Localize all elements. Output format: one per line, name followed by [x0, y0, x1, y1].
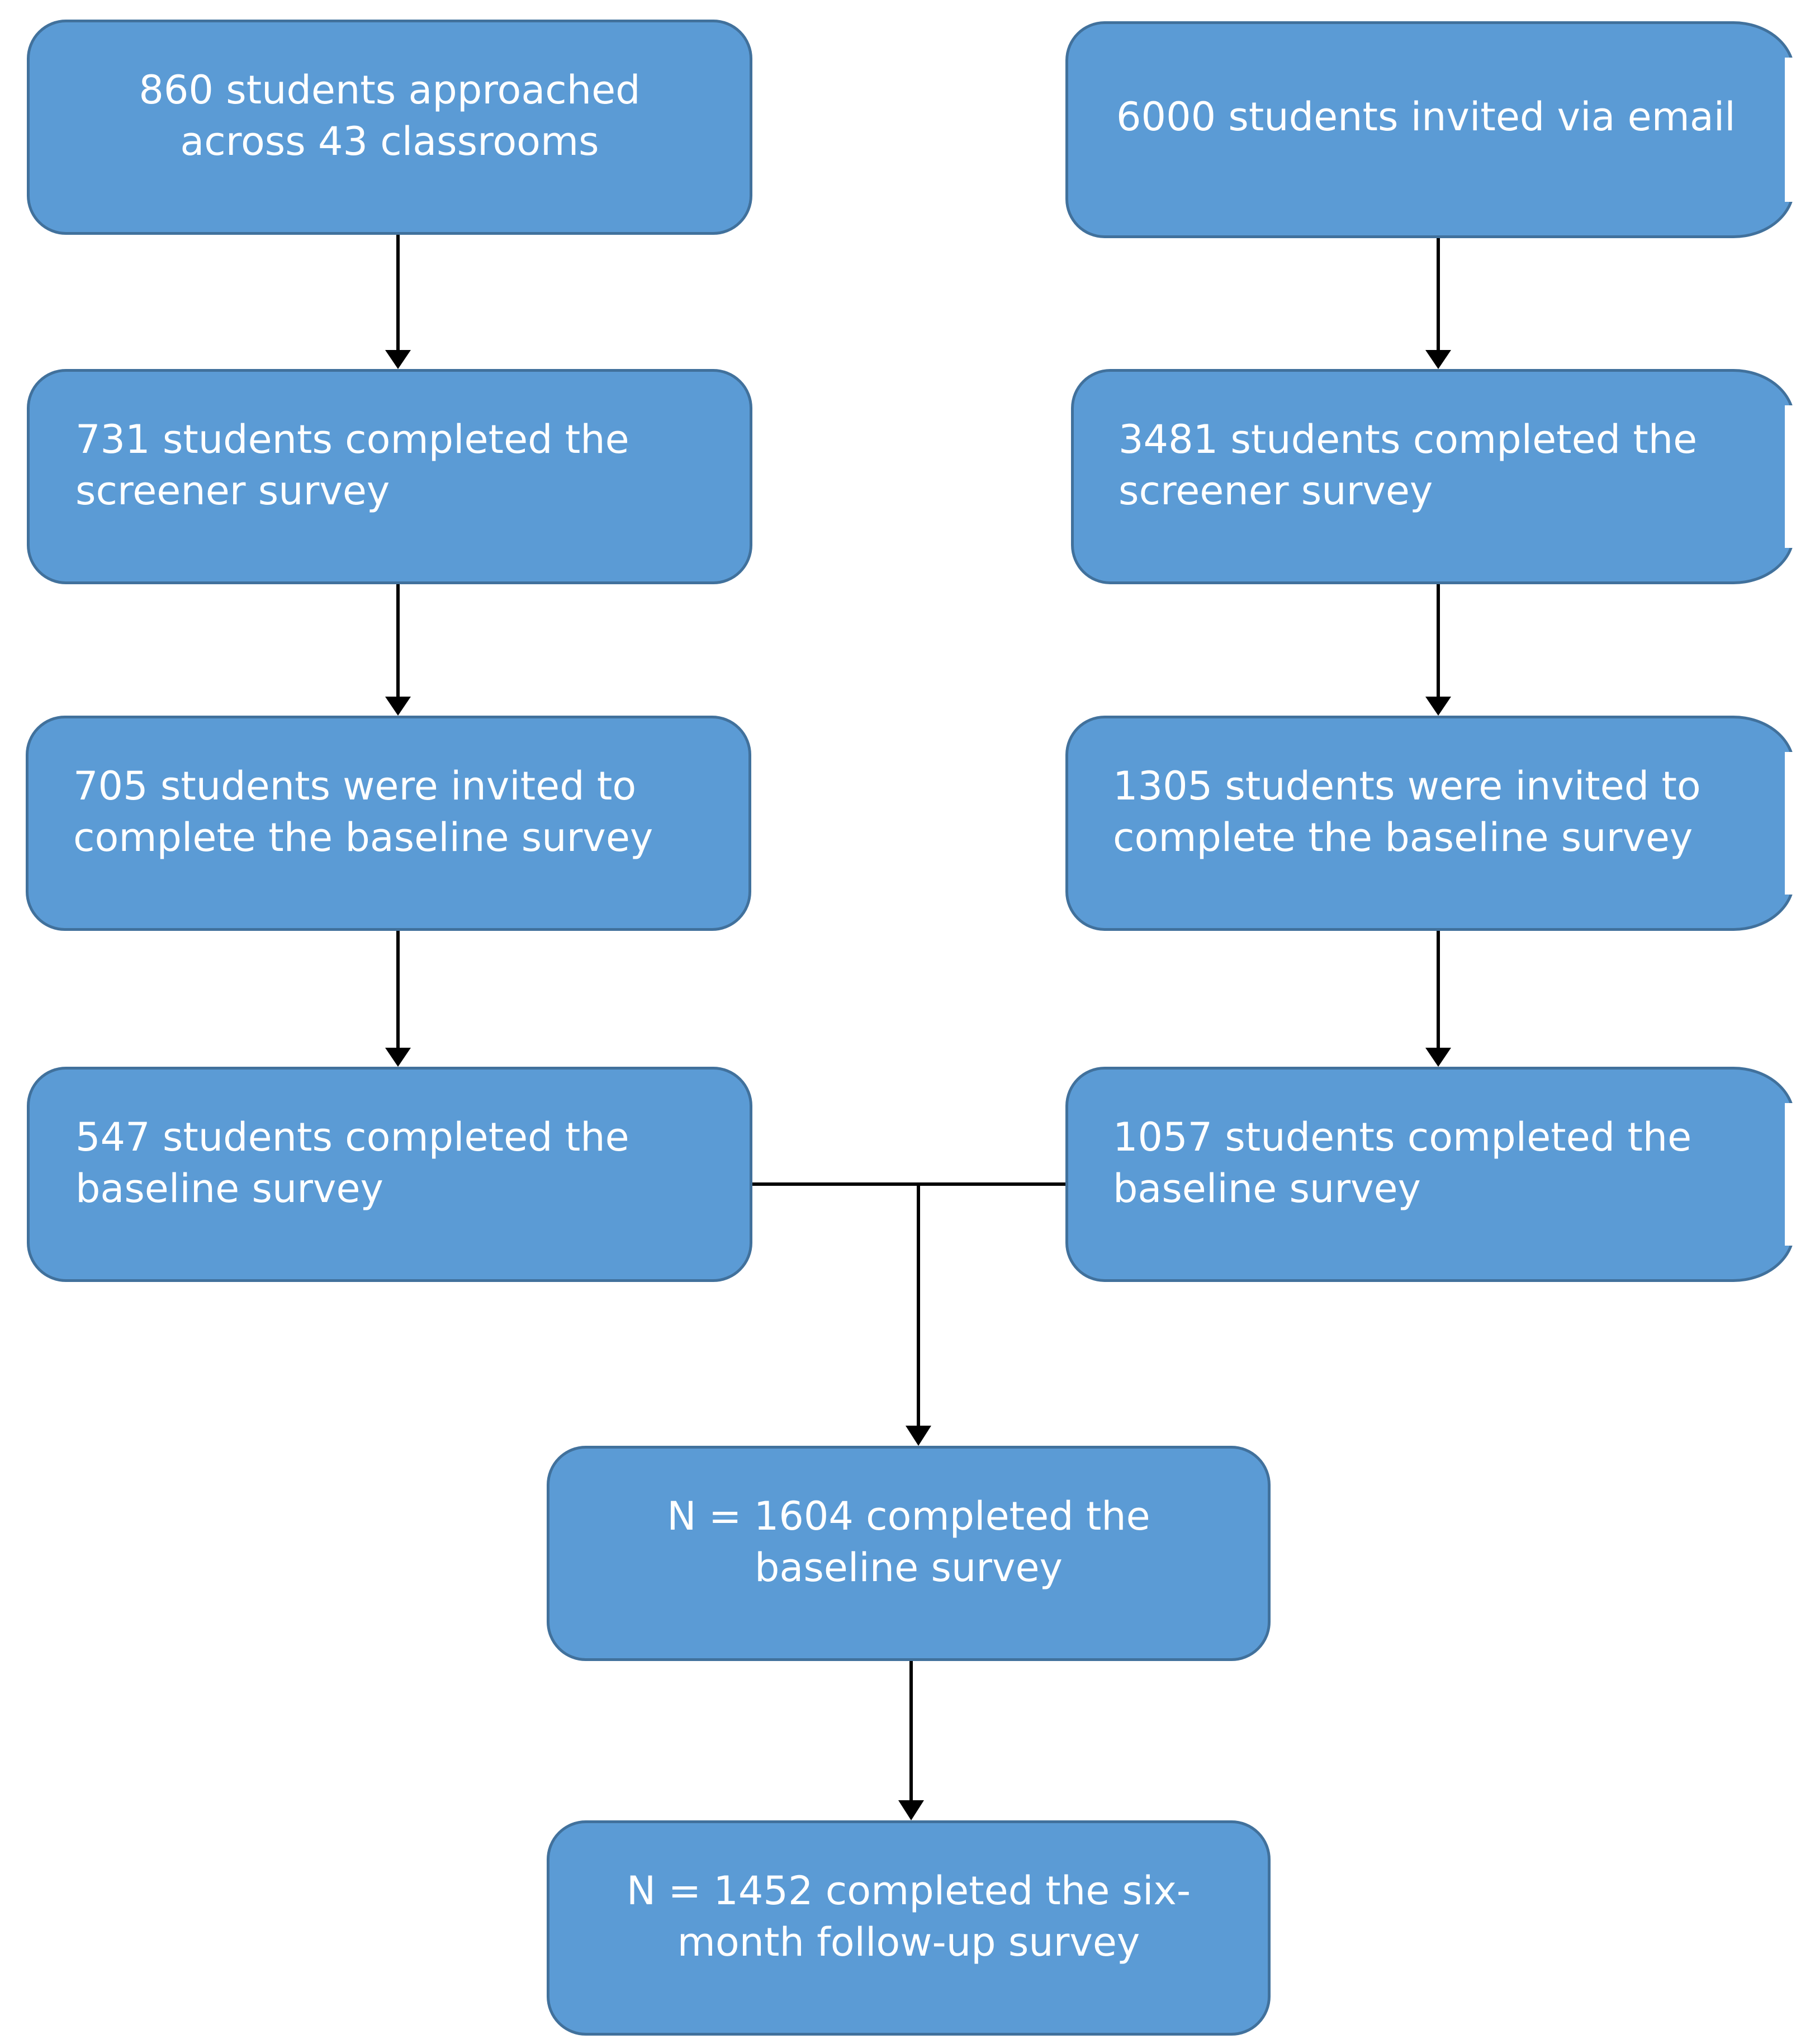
box-text-line1: 6000 students invited via email [1116, 94, 1736, 140]
box-completed-baseline-left: 547 students completed the baseline surv… [27, 1067, 752, 1282]
box-total-baseline: N = 1604 completed the baseline survey [547, 1446, 1271, 1661]
box-text-line2: complete the baseline survey [1113, 815, 1693, 860]
box-screener-right: 3481 students completed the screener sur… [1071, 369, 1795, 584]
arrowhead-left-2 [385, 697, 411, 716]
arrowhead-left-3 [385, 1048, 411, 1067]
box-invited-baseline-left: 705 students were invited to complete th… [26, 716, 751, 931]
box-text-line2: baseline survey [75, 1166, 383, 1212]
box-six-month-followup: N = 1452 completed the six- month follow… [547, 1820, 1271, 2036]
box-text-line1: 731 students completed the [75, 417, 629, 462]
cut-edge [1785, 1103, 1795, 1246]
arrowhead-left-1 [385, 350, 411, 369]
box-text-line2: month follow-up survey [677, 1919, 1140, 1965]
box-text-line1: N = 1452 completed the six- [626, 1868, 1191, 1914]
box-text-line2: baseline survey [755, 1545, 1063, 1591]
box-text-line1: 547 students completed the [75, 1114, 629, 1160]
box-text-line2: across 43 classrooms [180, 119, 599, 164]
box-invited-baseline-right: 1305 students were invited to complete t… [1065, 716, 1795, 931]
box-approached-classrooms: 860 students approached across 43 classr… [27, 20, 752, 235]
box-email-invited: 6000 students invited via email [1065, 21, 1795, 238]
arrowhead-right-2 [1425, 697, 1451, 716]
arrowhead-final [898, 1800, 924, 1820]
box-text-line1: 3481 students completed the [1119, 417, 1698, 462]
cut-edge [1785, 752, 1795, 895]
cut-edge [1785, 405, 1795, 548]
box-text-line2: screener survey [75, 468, 390, 514]
box-completed-baseline-right: 1057 students completed the baseline sur… [1065, 1067, 1795, 1282]
box-text-line1: N = 1604 completed the [667, 1493, 1150, 1539]
arrowhead-merge [906, 1426, 931, 1446]
box-text-line1: 1305 students were invited to [1113, 763, 1701, 809]
arrowhead-right-1 [1425, 350, 1451, 369]
box-text-line1: 705 students were invited to [73, 763, 637, 809]
arrowhead-right-3 [1425, 1048, 1451, 1067]
box-screener-left: 731 students completed the screener surv… [27, 369, 752, 584]
cut-edge [1785, 58, 1795, 202]
box-text-line2: baseline survey [1113, 1166, 1421, 1212]
box-text-line1: 1057 students completed the [1113, 1114, 1692, 1160]
box-text-line2: complete the baseline survey [73, 815, 653, 860]
box-text-line2: screener survey [1119, 468, 1433, 514]
box-text-line1: 860 students approached [139, 67, 641, 113]
